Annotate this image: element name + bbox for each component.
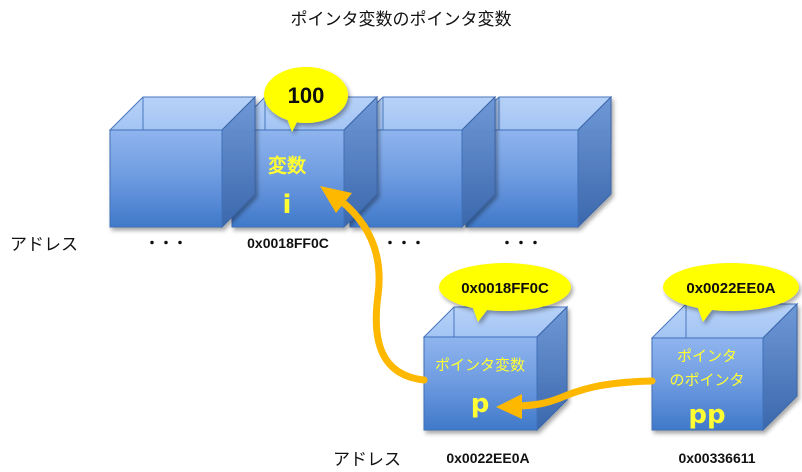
var-label-i: 変数 (268, 154, 307, 177)
value-pp: 0x0022EE0A (686, 280, 775, 297)
var-label-pp-line1: ポインタ (677, 347, 737, 365)
address-cell-0: ・・・ (145, 235, 187, 251)
memory-cell-box-0 (108, 95, 257, 229)
address-cell-1: 0x0018FF0C (247, 235, 329, 251)
value-p: 0x0018FF0C (461, 280, 549, 297)
address-pp: 0x00336611 (678, 450, 755, 466)
var-label-pp-line2: のポインタ (669, 371, 744, 389)
var-name-p: p (471, 389, 490, 419)
pointer-box-pp (650, 302, 799, 432)
address-label-row2: アドレス (333, 450, 401, 470)
memory-cell-box-2 (348, 95, 497, 229)
value-bubble-pp: 0x0022EE0A (663, 263, 799, 322)
var-name-pp: pp (688, 400, 725, 430)
memory-row (108, 95, 613, 229)
arrow-p-to-i (320, 186, 428, 384)
address-p: 0x0022EE0A (446, 450, 529, 466)
diagram-title: ポインタ変数のポインタ変数 (290, 10, 512, 30)
value-i: 100 (288, 83, 325, 108)
address-cell-2: ・・・ (383, 235, 425, 251)
box-front-face (651, 337, 764, 431)
address-cell-3: ・・・ (500, 235, 542, 251)
address-label-row1: アドレス (10, 235, 78, 255)
arrowhead-icon (496, 394, 522, 419)
arrow-pp-to-p (496, 377, 656, 419)
value-bubble-i: 100 (264, 67, 348, 132)
value-bubble-p: 0x0018FF0C (439, 263, 571, 322)
arrowhead-icon (320, 186, 352, 213)
var-name-i: i (283, 190, 292, 220)
var-label-p: ポインタ変数 (435, 356, 525, 374)
box-front-face (109, 129, 223, 228)
